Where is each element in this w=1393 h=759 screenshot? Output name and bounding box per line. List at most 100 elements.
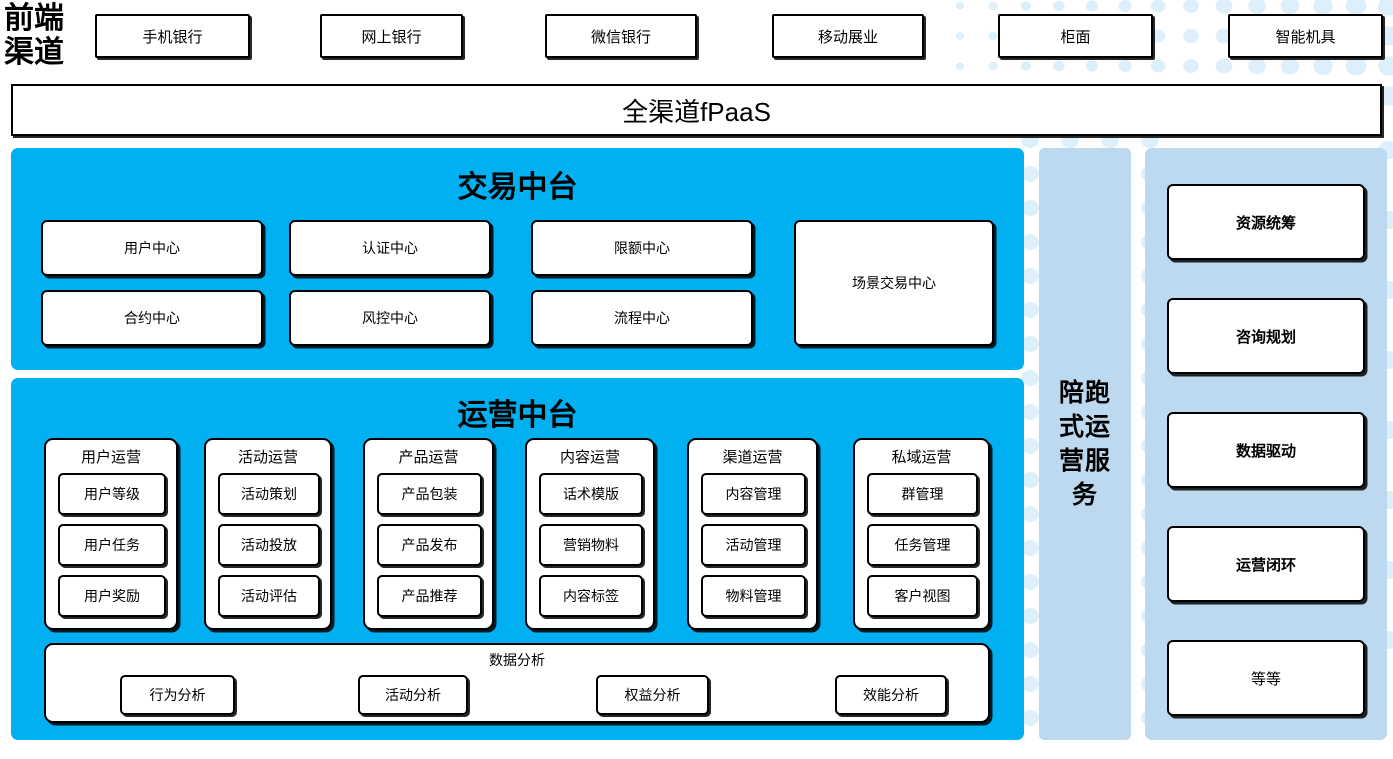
channel-chip-3[interactable]: 微信银行 <box>545 14 697 58</box>
data-analysis-box-1[interactable]: 行为分析 <box>120 675 235 715</box>
ops-group-item[interactable]: 用户任务 <box>58 524 166 566</box>
ops-group-item[interactable]: 活动投放 <box>218 524 320 566</box>
trade-center-box-label: 用户中心 <box>124 240 180 256</box>
capability-box-1[interactable]: 资源统筹 <box>1167 184 1365 260</box>
ops-group-item[interactable]: 用户等级 <box>58 473 166 515</box>
channel-label-line1: 前端 <box>4 2 64 35</box>
ops-group-item-label: 活动管理 <box>725 537 782 553</box>
channel-chip-6[interactable]: 智能机具 <box>1228 14 1383 58</box>
channel-chip-label: 移动展业 <box>817 28 878 46</box>
ops-group-item[interactable]: 内容管理 <box>701 473 806 515</box>
trade-center-box-1[interactable]: 用户中心 <box>41 220 263 276</box>
ops-group-item-label: 客户视图 <box>894 588 951 604</box>
front-end-channel-label: 前端 渠道 <box>4 2 78 70</box>
ops-group-item-label: 用户任务 <box>84 537 140 553</box>
channel-chip-2[interactable]: 网上银行 <box>320 14 463 58</box>
ops-center-panel: 运营中台 用户运营用户等级用户任务用户奖励活动运营活动策划活动投放活动评估产品运… <box>11 378 1024 740</box>
ops-group-item-label: 内容管理 <box>725 486 782 502</box>
channel-chip-label: 柜面 <box>1060 28 1091 46</box>
trade-center-box-4[interactable]: 合约中心 <box>41 290 263 346</box>
ops-group-4: 内容运营话术模版营销物料内容标签 <box>525 438 655 630</box>
capability-box-3[interactable]: 数据驱动 <box>1167 412 1365 488</box>
omnichannel-fpaas-bar[interactable]: 全渠道fPaaS <box>11 84 1382 136</box>
ops-group-title: 活动运营 <box>237 449 298 466</box>
ops-group-item-label: 群管理 <box>901 486 944 502</box>
trade-center-panel: 交易中台 用户中心 认证中心 限额中心合约中心 风控中心 流程中心 场景交易中心 <box>11 148 1024 370</box>
trade-center-box-label: 限额中心 <box>614 240 670 256</box>
channel-chip-4[interactable]: 移动展业 <box>772 14 924 58</box>
ops-group-item[interactable]: 营销物料 <box>539 524 643 566</box>
ops-group-item-label: 内容标签 <box>563 588 619 604</box>
ops-group-item[interactable]: 产品发布 <box>377 524 482 566</box>
ops-group-2: 活动运营活动策划活动投放活动评估 <box>204 438 332 630</box>
ops-group-item-label: 产品推荐 <box>401 588 458 604</box>
service-column-label: 陪跑式运营服务 <box>1058 379 1111 509</box>
ops-group-title: 渠道运营 <box>722 449 783 466</box>
data-analysis-box-label: 行为分析 <box>149 687 206 703</box>
ops-group-item-label: 任务管理 <box>894 537 951 553</box>
trade-center-box-6[interactable]: 流程中心 <box>531 290 753 346</box>
ops-group-item[interactable]: 产品包装 <box>377 473 482 515</box>
ops-group-title: 内容运营 <box>559 449 620 466</box>
ops-group-item[interactable]: 客户视图 <box>867 575 978 617</box>
channel-chip-1[interactable]: 手机银行 <box>95 14 250 58</box>
data-analysis-box-label: 权益分析 <box>624 687 681 703</box>
channel-chip-label: 微信银行 <box>590 28 651 46</box>
ops-group-item-label: 物料管理 <box>725 588 782 604</box>
ops-group-3: 产品运营产品包装产品发布产品推荐 <box>363 438 494 630</box>
ops-group-item-label: 用户等级 <box>84 486 140 502</box>
capability-box-label: 咨询规划 <box>1235 328 1296 346</box>
ops-group-item-label: 营销物料 <box>563 537 619 553</box>
capability-box-label: 等等 <box>1250 670 1281 688</box>
ops-group-item[interactable]: 活动管理 <box>701 524 806 566</box>
ops-group-item[interactable]: 群管理 <box>867 473 978 515</box>
ops-group-6: 私域运营群管理任务管理客户视图 <box>853 438 990 630</box>
ops-group-item-label: 用户奖励 <box>84 588 140 604</box>
data-analysis-box-label: 效能分析 <box>863 687 919 703</box>
trade-center-box-label: 风控中心 <box>362 310 418 326</box>
data-analysis-box-3[interactable]: 权益分析 <box>596 675 709 715</box>
capability-box-label: 运营闭环 <box>1235 556 1296 574</box>
capability-box-2[interactable]: 咨询规划 <box>1167 298 1365 374</box>
trade-center-title: 交易中台 <box>457 171 578 204</box>
ops-group-item-label: 话术模版 <box>563 486 619 502</box>
ops-group-item-label: 活动评估 <box>241 588 297 604</box>
ops-group-item-label: 活动策划 <box>241 486 297 502</box>
channel-chip-5[interactable]: 柜面 <box>998 14 1153 58</box>
trade-center-box-label: 流程中心 <box>614 310 670 326</box>
trade-center-box-7[interactable]: 场景交易中心 <box>794 220 994 346</box>
capability-panel: 资源统筹咨询规划数据驱动运营闭环等等 <box>1145 148 1387 740</box>
capability-box-4[interactable]: 运营闭环 <box>1167 526 1365 602</box>
ops-group-item[interactable]: 用户奖励 <box>58 575 166 617</box>
ops-group-item[interactable]: 内容标签 <box>539 575 643 617</box>
ops-group-item-label: 产品发布 <box>401 537 458 553</box>
trade-center-box-5[interactable]: 风控中心 <box>289 290 491 346</box>
ops-group-item[interactable]: 活动策划 <box>218 473 320 515</box>
ops-group-title: 用户运营 <box>80 449 141 466</box>
ops-center-title: 运营中台 <box>457 399 578 432</box>
ops-group-item[interactable]: 话术模版 <box>539 473 643 515</box>
ops-group-item-label: 产品包装 <box>401 486 458 502</box>
capability-box-label: 数据驱动 <box>1235 442 1296 460</box>
trade-center-box-3[interactable]: 限额中心 <box>531 220 753 276</box>
ops-group-item[interactable]: 活动评估 <box>218 575 320 617</box>
data-analysis-box-4[interactable]: 效能分析 <box>835 675 947 715</box>
accompanying-operation-service-column: 陪跑式运营服务 <box>1039 148 1131 740</box>
trade-center-box-label: 认证中心 <box>362 240 418 256</box>
data-analysis-strip: 数据分析 行为分析 活动分析 权益分析 效能分析 <box>44 643 990 723</box>
data-analysis-title: 数据分析 <box>489 652 545 668</box>
ops-group-5: 渠道运营内容管理活动管理物料管理 <box>687 438 818 630</box>
ops-group-title: 产品运营 <box>398 449 459 466</box>
ops-group-item[interactable]: 物料管理 <box>701 575 806 617</box>
ops-group-item-label: 活动投放 <box>241 537 297 553</box>
data-analysis-box-label: 活动分析 <box>385 687 441 703</box>
trade-center-box-label: 场景交易中心 <box>852 275 936 291</box>
channel-label-line2: 渠道 <box>4 36 64 69</box>
ops-group-item[interactable]: 产品推荐 <box>377 575 482 617</box>
ops-group-item[interactable]: 任务管理 <box>867 524 978 566</box>
trade-center-box-label: 合约中心 <box>124 310 180 326</box>
trade-center-box-2[interactable]: 认证中心 <box>289 220 491 276</box>
data-analysis-box-2[interactable]: 活动分析 <box>358 675 468 715</box>
capability-box-5[interactable]: 等等 <box>1167 640 1365 716</box>
